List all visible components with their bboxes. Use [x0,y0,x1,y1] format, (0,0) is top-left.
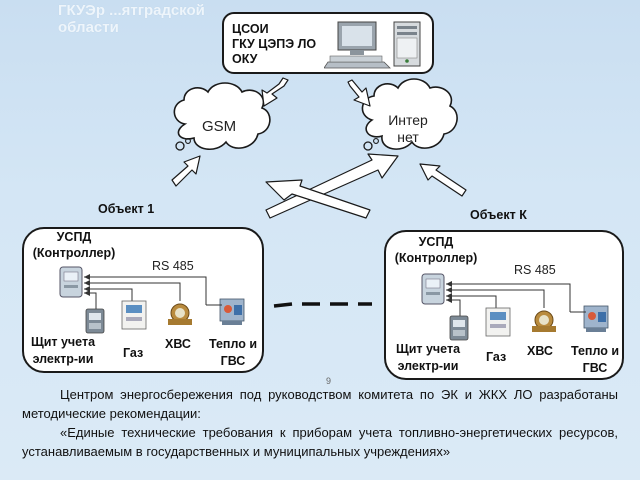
arrow-long-to-gsm [265,179,371,219]
object1-bus-label: RS 485 [152,259,194,273]
arrow-center-to-internet [347,79,371,107]
footer-paragraph-1: Центром энергосбережения под руководство… [22,387,618,421]
objectk-electric-meter-icon [449,315,469,341]
objectk-box [384,230,624,380]
arrow-objectk-to-internet [419,163,467,197]
server-computer-icon [324,21,421,69]
object1-cold-water-meter-icon [168,303,192,325]
object1-heat-label: Тепло и ГВС [204,336,262,370]
object1-cold-water-label: ХВС [165,337,191,351]
object1-controller-icon [59,266,83,298]
footer-paragraph-2: «Единые технические требования к прибора… [22,425,618,459]
object1-electric-meter-icon [85,308,105,334]
arrow-object1-to-gsm [171,155,201,187]
objectk-heat-label: Тепло и ГВС [566,343,624,377]
center-line-1: ЦСОИ [232,22,269,36]
object1-uspd-label: УСПД (Контроллер) [26,229,122,261]
objectk-electric-label: Щит учета электр-ии [388,341,468,375]
page-number: 9 [326,376,332,386]
objectk-heat-line1: Тепло и [570,344,620,358]
faded-header-title: ГКУЭр ...ятградской области [58,2,205,36]
object1-uspd-line2: (Контроллер) [32,246,116,260]
gsm-cloud [173,82,271,151]
object1-electric-label: Щит учета электр-ии [28,334,98,368]
internet-label-line1: Интер [388,112,428,128]
object1-gas-label: Газ [123,346,144,360]
internet-cloud [361,78,458,151]
objectk-wiring [421,273,609,341]
data-center-label: ЦСОИ ГКУ ЦЭПЭ ЛО ОКУ [232,22,316,67]
objectk-heat-line2: ГВС [582,361,608,375]
object1-wiring [59,266,245,334]
arrow-long-to-internet [265,153,399,219]
objectk-cold-water-meter-icon [532,310,556,332]
object1-heat-line2: ГВС [220,354,246,368]
internet-label-line2: нет [397,129,419,145]
object1-gas-meter-icon [121,300,147,330]
arrow-center-to-gsm [261,77,289,107]
object1-electric-line1: Щит учета [30,335,96,349]
objectk-title: Объект К [470,208,527,222]
object1-heat-meter-icon [219,298,245,325]
center-line-2: ГКУ ЦЭПЭ ЛО [232,37,317,51]
objectk-bus-label: RS 485 [514,263,556,277]
objectk-uspd-line2: (Контроллер) [394,251,478,265]
footer-text: Центром энергосбережения под руководство… [22,385,618,461]
objectk-controller-icon [421,273,445,305]
object1-heat-line1: Тепло и [208,337,258,351]
data-center-box: ЦСОИ ГКУ ЦЭПЭ ЛО ОКУ [222,12,434,74]
dashed-link [273,302,372,308]
objectk-gas-meter-icon [485,307,511,337]
objectk-electric-line2: электр-ии [397,359,459,373]
gsm-label: GSM [202,118,237,135]
object1-electric-line2: электр-ии [32,352,94,366]
object1-title: Объект 1 [98,202,155,216]
objectk-cold-water-label: ХВС [527,344,553,358]
internet-label: Интер нет [383,112,433,146]
objectk-uspd-label: УСПД (Контроллер) [388,234,484,266]
objectk-electric-line1: Щит учета [395,342,461,356]
center-line-3: ОКУ [232,52,258,66]
objectk-heat-meter-icon [583,305,609,332]
objectk-gas-label: Газ [486,350,507,364]
object1-uspd-line1: УСПД [56,230,92,244]
objectk-uspd-line1: УСПД [418,235,454,249]
